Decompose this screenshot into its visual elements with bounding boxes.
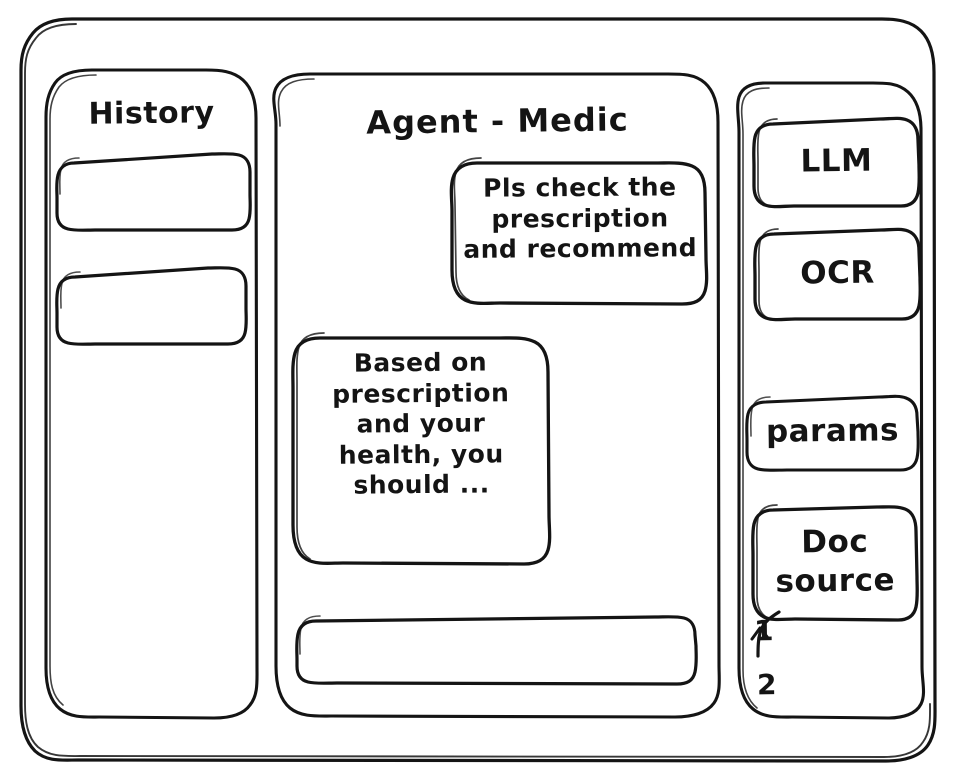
tool-ocr[interactable]: OCR (755, 229, 920, 319)
tool-doc-source-label: Doc source (775, 523, 896, 600)
history-panel-outline (44, 68, 259, 720)
composer-input-value (297, 617, 696, 637)
agent-title: Agent - Medic (366, 100, 629, 142)
main-panel-outline (272, 72, 721, 719)
history-panel-title: History (88, 95, 215, 132)
tool-params[interactable]: params (747, 397, 918, 470)
tool-llm[interactable]: LLM (754, 119, 919, 206)
tool-params-label: params (765, 412, 900, 450)
tool-doc-source-outline (751, 504, 919, 622)
tool-ocr-label: OCR (800, 254, 875, 292)
composer-input-outline (295, 615, 698, 686)
tool-llm-outline (752, 116, 921, 209)
tool-params-outline (745, 394, 920, 472)
history-item-1[interactable] (57, 154, 250, 230)
composer-input[interactable] (297, 617, 696, 684)
doc-list-item-1[interactable]: 1 (753, 614, 775, 648)
assistant-message-text: Based on prescription and your health, y… (332, 347, 510, 500)
history-item-2-outline (55, 266, 248, 346)
user-message-bubble-outline (449, 157, 709, 306)
window-frame (19, 17, 937, 763)
history-item-2[interactable] (57, 268, 246, 344)
assistant-message-bubble-outline (291, 332, 552, 566)
doc-source-connector-arrow (750, 610, 781, 658)
doc-list-item-2[interactable]: 2 (756, 668, 778, 702)
history-item-1-outline (55, 152, 252, 232)
tool-ocr-outline (753, 227, 922, 322)
user-message-text: Pls check the prescription and recommend (463, 172, 698, 264)
tool-llm-label: LLM (800, 142, 873, 180)
tool-doc-source[interactable]: Doc source (753, 507, 917, 620)
tools-panel-outline (736, 81, 926, 720)
